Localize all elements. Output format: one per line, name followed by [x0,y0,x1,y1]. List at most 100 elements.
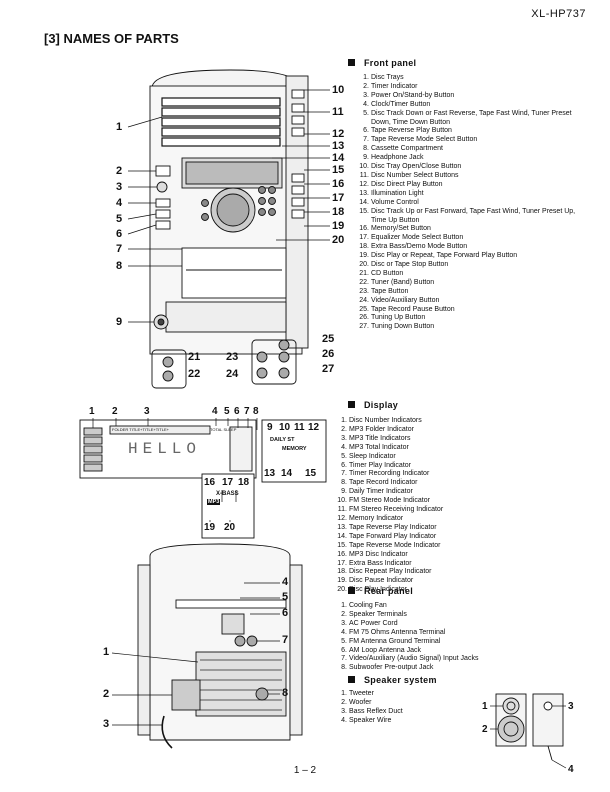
display-item: 13.Tape Reverse Play Indicator [333,524,568,533]
rear-panel-item-dot: . [345,610,347,618]
front-callout-26: 26 [322,348,335,360]
display-item-number: 11 [337,506,345,514]
front-panel-item-dot: . [367,100,369,108]
rear-panel-item-number: 7 [341,655,345,663]
front-panel-item-label: Tape Button [371,287,409,295]
display-callout-1: 1 [89,406,95,417]
display-item: 10.FM Stereo Mode Indicator [333,497,568,506]
rear-panel-heading-text: Rear panel [364,586,414,596]
front-panel-item-label: Disc Tray Open/Close Button [371,163,462,171]
rear-panel-item-number: 5 [341,637,345,645]
front-panel-item: 18.Extra Bass/Demo Mode Button [355,243,590,252]
front-panel-item-number: 1 [363,74,367,81]
speaker-system-item-dot: . [345,716,347,724]
rear-panel-item: 3.AC Power Cord [333,620,568,629]
front-callout-6: 6 [116,228,123,240]
front-callout-13: 13 [332,140,345,152]
rear-panel-item: 7.Video/Auxiliary (Audio Signal) Input J… [333,655,568,664]
rear-panel-item-dot: . [345,619,347,627]
front-panel-heading-text: Front panel [364,58,417,68]
display-heading-text: Display [364,400,399,410]
front-panel-item: 25.Tape Record Pause Button [355,306,590,315]
display-item: 17.Extra Bass Indicator [333,560,568,569]
display-item-dot: . [345,550,347,558]
model-number: XL-HP737 [531,8,586,20]
rear-panel-item-label: Subwoofer Pre-output Jack [349,664,434,672]
speaker-system-item-number: 3 [341,707,345,715]
speaker-system-item-number: 2 [341,698,345,706]
display-item-label: Tape Reverse Mode Indicator [349,541,441,549]
front-callout-17: 17 [332,192,345,204]
rear-panel-item-dot: . [345,646,347,654]
rear-callout-6: 6 [282,607,289,619]
display-screen-text: HELLO [128,440,202,458]
front-panel-item-dot: . [367,305,369,313]
front-panel-item-dot: . [367,163,369,171]
speaker-system-item-label: Woofer [349,698,372,706]
speaker-callout-2: 2 [482,724,488,735]
display-item-number: 7 [341,470,345,478]
display-item-dot: . [345,488,347,496]
front-callout-25: 25 [322,333,335,345]
front-callout-3: 3 [116,181,123,193]
display-item-label: Sleep Indicator [349,452,396,460]
display-callout-7: 7 [244,406,250,417]
section-title: [3] NAMES OF PARTS [44,31,179,46]
display-callout-9: 9 [267,422,273,433]
display-item-label: MP3 Total Indicator [349,443,409,451]
front-panel-item-label: Video/Auxiliary Button [371,296,440,304]
front-callout-2: 2 [116,165,123,177]
display-item-number: 18 [337,568,345,576]
front-callout-1: 1 [116,121,123,133]
front-panel-heading: Front panel [348,58,416,68]
front-panel-item-number: 5 [363,109,367,117]
display-item: 20.Disc Play Indicator [333,586,568,595]
display-item-number: 6 [341,461,345,469]
display-item: 11.FM Stereo Receiving Indicator [333,506,568,515]
front-panel-item-dot: . [367,127,369,135]
rear-panel-item-dot: . [345,628,347,636]
rear-panel-item-dot: . [345,664,347,672]
rear-panel-item-label: Video/Auxiliary (Audio Signal) Input Jac… [349,655,479,663]
rear-panel-item: 5.FM Antenna Ground Terminal [333,638,568,647]
display-item-dot: . [345,532,347,540]
front-panel-item-number: 2 [363,82,367,90]
front-callout-10: 10 [332,84,345,96]
rear-panel-item: 6.AM Loop Antenna Jack [333,647,568,656]
front-panel-item-label: CD Button [371,269,404,277]
front-panel-item-label: Memory/Set Button [371,225,431,233]
display-item-number: 15 [337,541,345,549]
display-top-labels: FOLDER TITLE+TITLE+TITLE+ [112,427,169,432]
front-panel-item-dot: . [367,180,369,188]
front-panel-item-dot: . [367,171,369,179]
display-item-number: 9 [341,488,345,496]
front-callout-24: 24 [226,368,239,380]
display-item: 12.Memory Indicator [333,515,568,524]
front-panel-item-dot: . [367,234,369,242]
front-panel-item-dot: . [367,278,369,286]
rear-panel-item-label: Cooling Fan [349,602,387,609]
front-panel-item-label: Tuning Up Button [371,314,426,322]
front-panel-item-number: 23 [359,287,367,295]
front-callout-16: 16 [332,178,345,190]
front-panel-item: 2.Timer Indicator [355,83,590,92]
display-item: 14.Tape Forward Play Indicator [333,533,568,542]
front-panel-item-number: 19 [359,252,367,260]
rear-panel-item-dot: . [345,637,347,645]
front-panel-item-number: 16 [359,225,367,233]
speaker-system-item: 4.Speaker Wire [333,717,473,726]
speaker-system-item-dot: . [345,707,347,715]
display-item-number: 3 [341,434,345,442]
display-callout-5: 5 [224,406,230,417]
front-panel-item: 16.Memory/Set Button [355,225,590,234]
display-item-label: MP3 Folder Indicator [349,425,414,433]
display-item: 16.MP3 Disc Indicator [333,551,568,560]
display-mp3-label: MP3 [207,499,221,505]
front-panel-item: 3.Power On/Stand-by Button [355,92,590,101]
front-panel-item: 22.Tuner (Band) Button [355,279,590,288]
display-item-dot: . [345,434,347,442]
speaker-system-item: 1.Tweeter [333,690,473,699]
front-panel-item: 13.Illumination Light [355,190,590,199]
